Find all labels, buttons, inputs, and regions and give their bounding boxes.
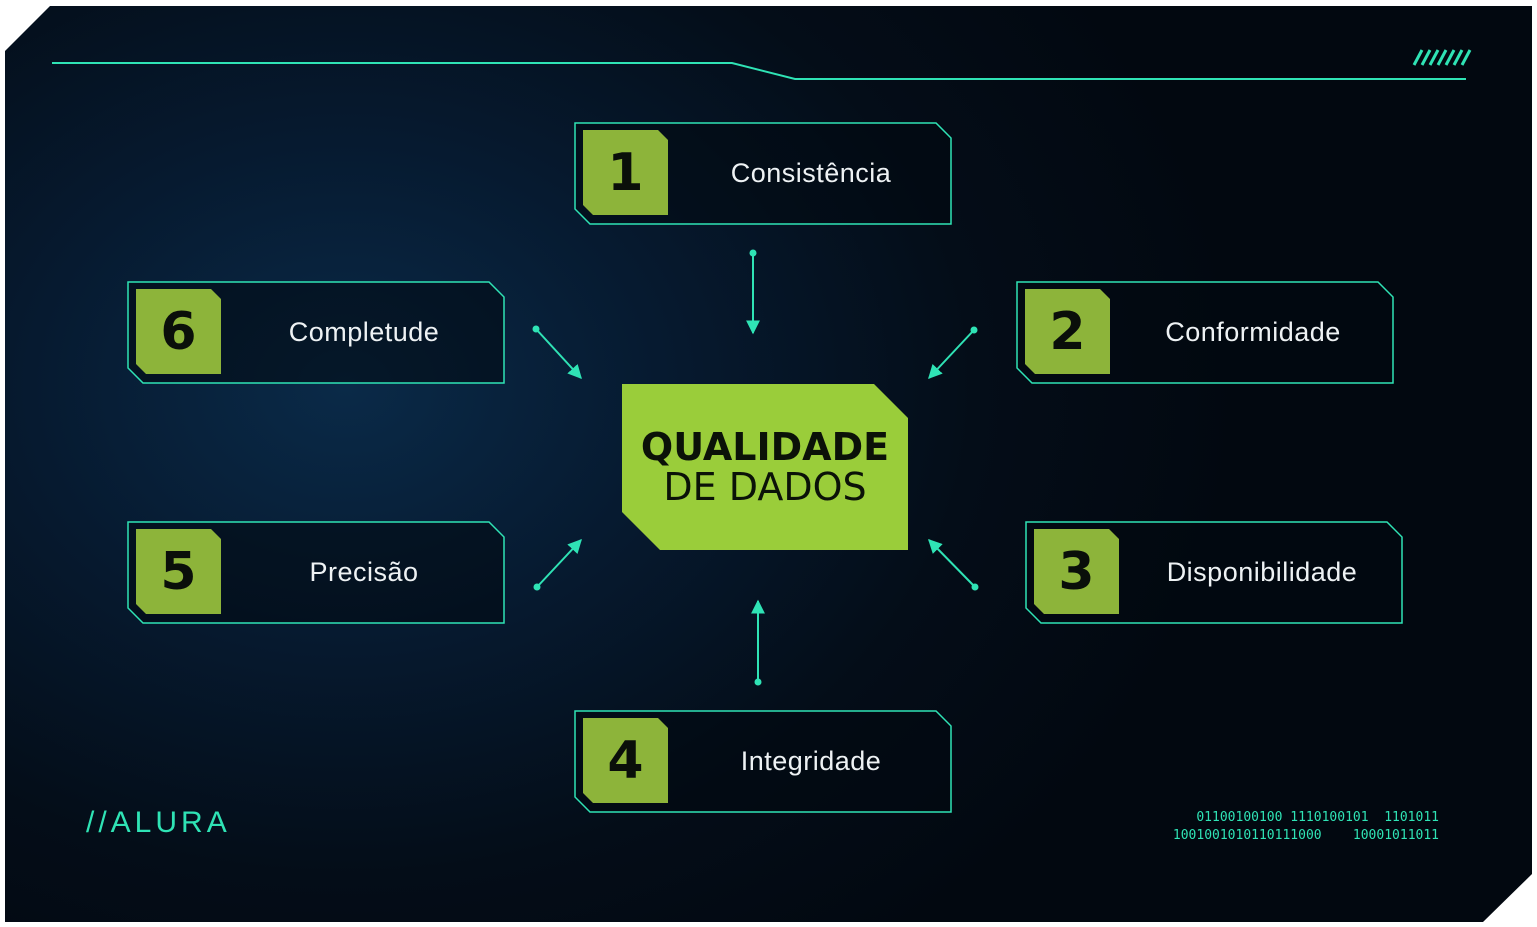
slashes-icon [1412,49,1472,66]
card-label: Integridade [740,746,882,776]
card-label: Conformidade [1165,317,1341,347]
card-number: 4 [583,718,668,803]
arrow-5 [533,538,582,591]
card-label: Disponibilidade [1166,557,1358,587]
arrow-1 [746,249,760,335]
card-frame [574,710,952,813]
center-title-line1: QUALIDADE [640,425,890,469]
center-title-line2: DE DADOS [663,465,867,509]
card-number: 2 [1025,289,1110,374]
binary-line-1: 01100100100 1110100101 1101011 [1196,810,1439,825]
card-number: 3 [1034,529,1119,614]
alura-logo: //ALURA [86,806,231,839]
card-completude: 6 Completude [127,281,505,384]
header-line [52,62,1466,80]
card-integridade: 4 Integridade [574,710,952,813]
card-frame [127,521,505,624]
card-disponibilidade: 3 Disponibilidade [1025,521,1403,624]
card-frame [1016,281,1394,384]
card-consistencia: 1 Consistência [574,122,952,225]
center-node: QUALIDADE DE DADOS [622,384,908,550]
binary-text: 01100100100 1110100101 1101011 1001001010… [1173,809,1439,845]
card-conformidade: 2 Conformidade [1016,281,1394,384]
card-number: 1 [583,130,668,215]
card-label: Completude [288,317,440,347]
card-number: 6 [136,289,221,374]
card-label: Consistência [730,158,892,188]
card-frame [574,122,952,225]
arrow-2 [928,326,978,380]
arrow-3 [928,538,979,591]
card-label: Precisão [309,557,419,587]
arrow-6 [532,325,582,380]
card-frame [127,281,505,384]
card-frame [1025,521,1403,624]
arrow-4 [751,599,765,686]
card-precisao: 5 Precisão [127,521,505,624]
binary-line-2: 1001001010110111000 10001011011 [1172,828,1439,843]
card-number: 5 [136,529,221,614]
